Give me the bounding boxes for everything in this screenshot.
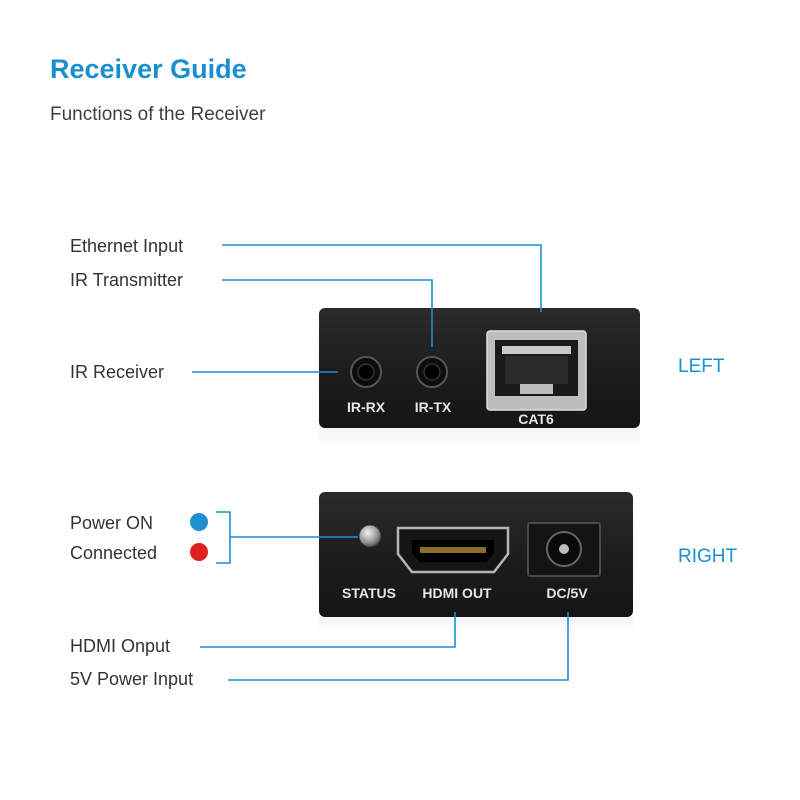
ethernet-leader-line — [222, 244, 542, 312]
left-device-panel: IR-RX IR-TX CAT6 — [319, 308, 640, 458]
dc-port-label: DC/5V — [546, 585, 588, 601]
hdmi-output-label: HDMI Onput — [70, 636, 171, 656]
hdmi-leader-line — [200, 612, 456, 648]
ethernet-input-label: Ethernet Input — [70, 236, 184, 256]
callout-leader-lines — [192, 244, 569, 681]
ir-transmitter-leader-line — [222, 279, 433, 347]
right-side-label: RIGHT — [678, 546, 738, 567]
ir-receiver-label: IR Receiver — [70, 362, 165, 382]
power-on-indicator-dot — [190, 513, 208, 531]
right-device-reflection — [319, 617, 633, 643]
status-led-icon — [358, 524, 382, 548]
dc-jack-icon — [527, 522, 601, 577]
left-side-label: LEFT — [678, 356, 725, 377]
right-device-panel: STATUS HDMI OUT DC/5V — [319, 492, 633, 643]
status-port-label: STATUS — [342, 585, 396, 601]
page-title: Receiver Guide — [50, 54, 247, 84]
left-device-reflection — [319, 428, 640, 458]
cat6-port-label: CAT6 — [518, 411, 554, 427]
indicator-bracket — [216, 511, 231, 564]
ir-tx-port-label: IR-TX — [415, 399, 452, 415]
page-subtitle: Functions of the Receiver — [50, 104, 266, 125]
ir-rx-port-label: IR-RX — [347, 399, 386, 415]
hdmi-out-port-label: HDMI OUT — [422, 585, 492, 601]
hdmi-port-icon — [396, 526, 510, 574]
power-input-label: 5V Power Input — [70, 669, 194, 689]
cat6-port-icon — [486, 330, 587, 411]
power-on-label: Power ON — [70, 513, 154, 533]
ir-tx-jack-icon — [416, 356, 448, 388]
connected-indicator-dot — [190, 543, 208, 561]
ir-rx-jack-icon — [350, 356, 382, 388]
power-leader-line — [228, 612, 569, 681]
ir-transmitter-label: IR Transmitter — [70, 270, 184, 290]
connected-label: Connected — [70, 543, 158, 563]
